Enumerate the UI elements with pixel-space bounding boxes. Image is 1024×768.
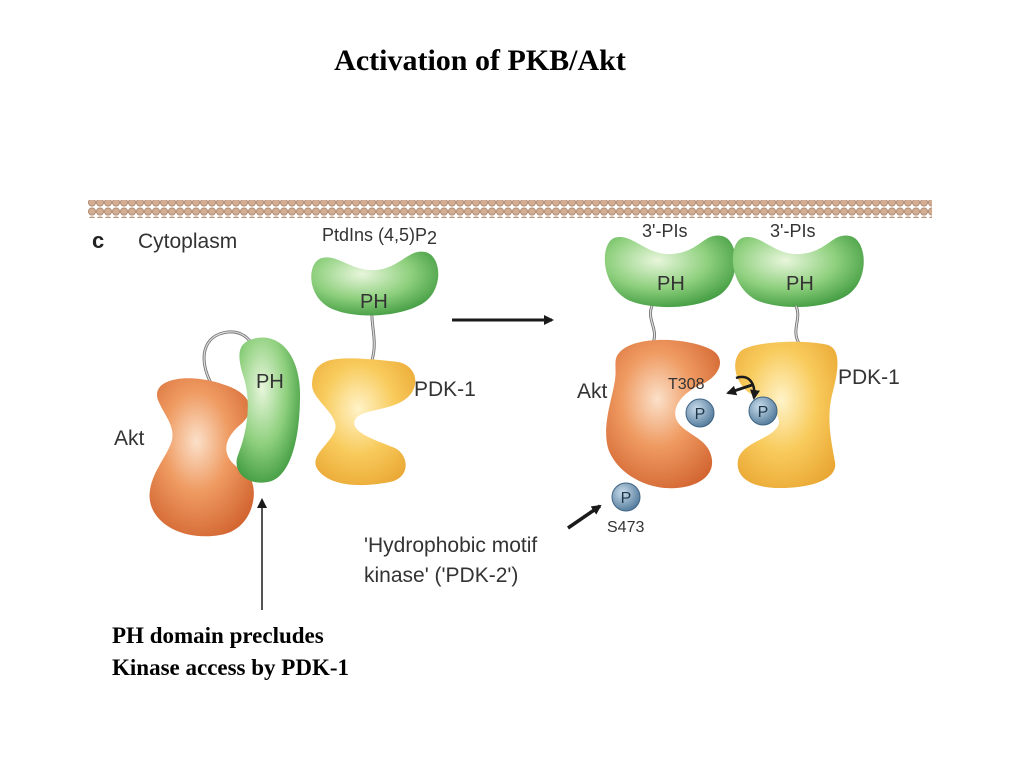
- pdk2-label-line1: 'Hydrophobic motif: [364, 534, 537, 557]
- caption-line-2: Kinase access by PDK-1: [112, 655, 350, 680]
- plasma-membrane: [88, 200, 932, 218]
- pdk1-label-inactive: PDK-1: [414, 378, 476, 401]
- caption-line-1: PH domain precludes: [112, 623, 324, 648]
- phospho-t308-label: P: [695, 406, 706, 423]
- 3pi-label-2: 3'-PIs: [770, 221, 815, 241]
- phospho-s473: [611, 482, 641, 512]
- phospho-pdk1: [748, 396, 778, 426]
- pdk1-ph-label-active: PH: [786, 273, 814, 295]
- pdk1-ph-domain-active: [732, 235, 864, 308]
- pdk1-ph-label-inactive: PH: [360, 291, 388, 313]
- akt-ph-domain-active: [604, 235, 736, 308]
- phospho-s473-label: P: [621, 490, 632, 507]
- akt-kinase-active: [606, 339, 721, 489]
- slide-title: Activation of PKB/Akt: [334, 44, 626, 77]
- akt-ph-label-active: PH: [657, 273, 685, 295]
- s473-label: S473: [607, 519, 644, 536]
- pdk1-kinase-inactive: [312, 358, 416, 486]
- ptdins-label: PtdIns (4,5)P2: [322, 225, 437, 248]
- pdk1-ph-domain-inactive: [311, 251, 439, 316]
- akt-ph-domain-inactive: [236, 337, 300, 483]
- akt-label-inactive: Akt: [114, 427, 145, 450]
- phospho-pdk1-label: P: [758, 404, 769, 421]
- pdk2-label-line2: kinase' ('PDK-2'): [364, 564, 518, 587]
- phospho-t308: [685, 398, 715, 428]
- pdk1-to-t308-arrow: [726, 383, 753, 396]
- caption: PH domain precludes Kinase access by PDK…: [112, 620, 349, 684]
- cytoplasm-label: Cytoplasm: [138, 230, 237, 253]
- pdk1-label-active: PDK-1: [838, 366, 900, 389]
- pdk2-arrow: [567, 504, 602, 530]
- panel-letter: c: [92, 228, 104, 253]
- pdk1-kinase-active: [735, 341, 838, 488]
- pdk1-autophos-arrow: [735, 375, 760, 400]
- t308-label: T308: [668, 376, 705, 393]
- akt-ph-label-inactive: PH: [256, 371, 284, 393]
- akt-kinase-inactive: [149, 378, 254, 537]
- akt-label-active: Akt: [577, 380, 608, 403]
- 3pi-label-1: 3'-PIs: [642, 221, 687, 241]
